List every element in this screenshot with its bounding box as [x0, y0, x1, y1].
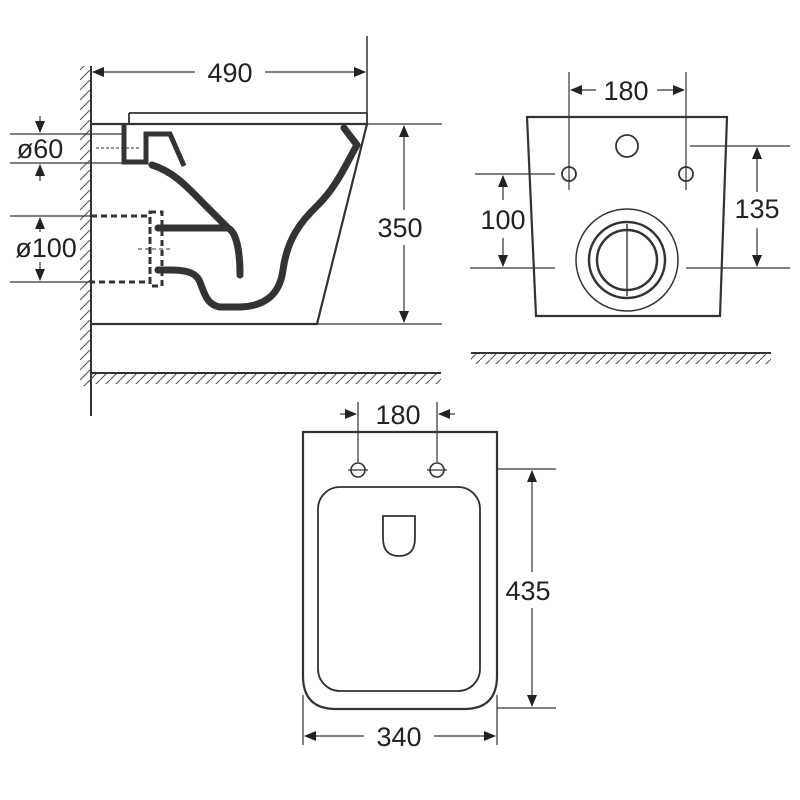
- dim-top-bolt-spacing: 180: [340, 400, 455, 462]
- dim-top-width: 340: [302, 695, 498, 752]
- dim-rear-inlet-to-outlet: 135: [686, 145, 790, 269]
- bowl-opening: [317, 486, 481, 692]
- outlet-pipe: [91, 210, 172, 288]
- dim-rear-bolt-to-outlet: 100: [470, 173, 555, 269]
- top-bolt-right: [427, 462, 447, 478]
- rear-bolt-spacing-label: 180: [603, 76, 648, 106]
- trapway: [148, 124, 361, 311]
- outlet-label: ø100: [15, 233, 77, 263]
- inlet-socket: [96, 125, 187, 168]
- dim-top-depth: 435: [497, 468, 556, 709]
- bowl-outline: [91, 122, 369, 326]
- rear-body: [525, 115, 729, 318]
- dim-rear-bolt-spacing: 180: [568, 72, 687, 190]
- rear-floor: [471, 352, 771, 364]
- rear-inlet-to-outlet-label: 135: [734, 194, 779, 224]
- side-view: 490 350 ø60 ø100: [10, 36, 442, 416]
- rear-inlet-hole: [615, 134, 639, 158]
- top-outline: [301, 430, 499, 711]
- inlet-label: ø60: [17, 134, 64, 164]
- wall: [80, 66, 92, 416]
- dim-side-height: 350: [317, 123, 442, 325]
- top-view: 180 435 340: [301, 400, 556, 752]
- rear-view: 180 100 135: [470, 72, 790, 364]
- dim-inlet: ø60: [10, 116, 124, 181]
- top-bolt-spacing-label: 180: [375, 400, 420, 430]
- dim-side-width: 490: [92, 36, 368, 113]
- top-bolt-left: [348, 462, 368, 478]
- top-width-label: 340: [376, 722, 421, 752]
- side-height-label: 350: [377, 213, 422, 243]
- side-width-label: 490: [207, 58, 252, 88]
- dim-outlet: ø100: [10, 215, 91, 283]
- drain-opening: [382, 515, 416, 557]
- seat-line: [128, 112, 368, 124]
- rear-outlet: [575, 208, 679, 312]
- side-floor: [91, 372, 441, 384]
- top-depth-label: 435: [505, 576, 550, 606]
- rear-bolt-to-outlet-label: 100: [480, 205, 525, 235]
